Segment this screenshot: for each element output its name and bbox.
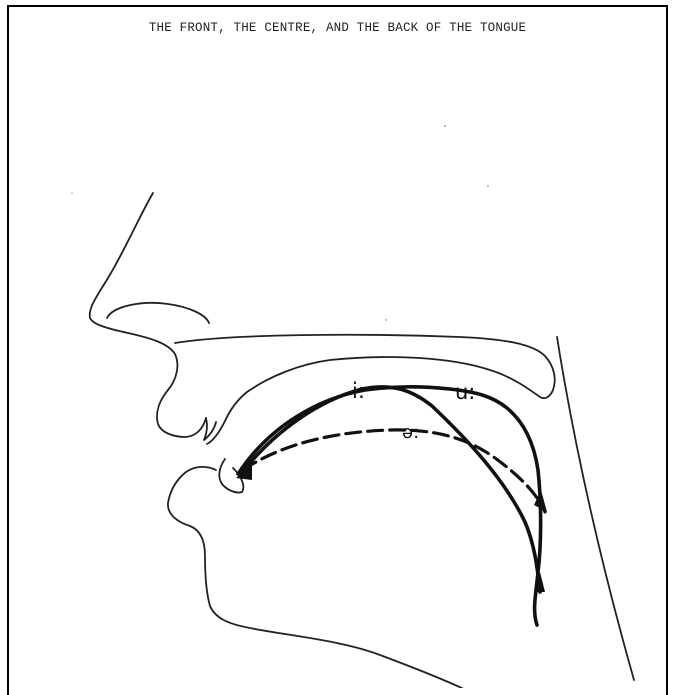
nose-outline <box>90 193 206 437</box>
vowel-label-central: ə: <box>402 422 419 443</box>
scan-speckles <box>71 125 488 320</box>
vowel-label-front: i: <box>352 379 365 403</box>
tongue-curve-back-u <box>238 387 541 625</box>
vowel-label-back: u: <box>455 380 475 404</box>
tongue-curve-central-schwa <box>243 430 545 512</box>
tongue-curves <box>238 387 545 625</box>
pharynx-wall <box>557 337 634 680</box>
head-profile <box>90 193 634 688</box>
chin-outline <box>168 467 470 688</box>
tongue-curve-front-i <box>240 387 540 592</box>
nostril-outline <box>107 303 209 323</box>
